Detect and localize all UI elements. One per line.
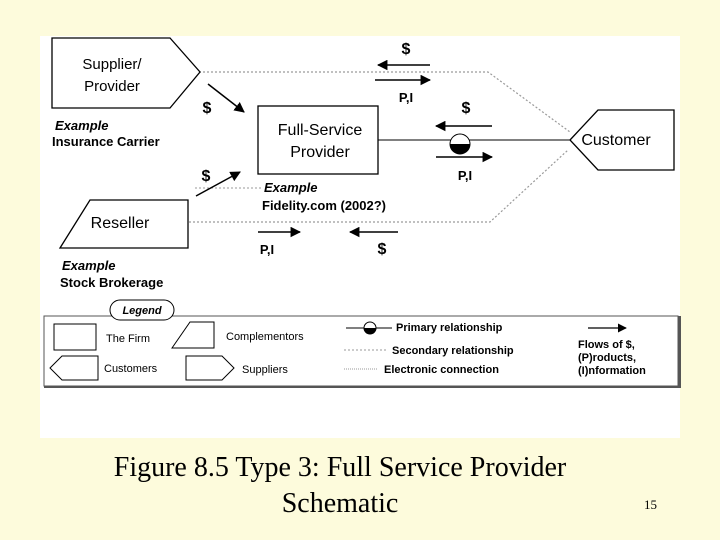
customer-pi-label: P,I <box>458 168 472 183</box>
legend-firm-symbol <box>53 323 97 351</box>
reseller-money-label: $ <box>202 168 211 185</box>
legend-secondary: Secondary relationship <box>392 345 514 357</box>
customer-label: Customer <box>581 132 651 149</box>
legend-flows-line1: Flows of $, <box>578 339 635 351</box>
reseller-customer-connection <box>185 149 569 223</box>
customer-node: Customer <box>569 109 675 171</box>
primary-relationship-marker <box>449 133 471 155</box>
figure-caption: Figure 8.5 Type 3: Full Service Provider… <box>40 450 640 522</box>
legend-customer-symbol <box>49 355 99 381</box>
supplier-money-label: $ <box>203 100 212 117</box>
firm-example-title: Example <box>264 180 317 195</box>
bottom-pi-label: P,I <box>260 242 274 257</box>
supplier-example-text: Insurance Carrier <box>52 134 160 149</box>
schematic-diagram: Supplier/ Provider Full-Service Provider… <box>40 36 681 438</box>
legend-customers: Customers <box>104 363 158 375</box>
firm-label-line2: Provider <box>290 144 350 161</box>
firm-node: Full-Service Provider <box>257 105 379 175</box>
legend: Legend The Firm Complementors Customers … <box>43 299 681 388</box>
legend-complementors: Complementors <box>226 331 304 343</box>
legend-supplier-symbol <box>185 355 235 381</box>
legend-electronic: Electronic connection <box>384 364 499 376</box>
legend-title-pill <box>109 299 175 321</box>
supplier-customer-connection <box>195 71 571 133</box>
legend-flows-line3: (I)nformation <box>578 365 646 377</box>
page-number: 15 <box>644 497 657 512</box>
reseller-money-arrow <box>195 171 241 197</box>
supplier-node: Supplier/ Provider <box>51 37 201 109</box>
top-pi-label: P,I <box>399 90 413 105</box>
firm-label-line1: Full-Service <box>278 122 363 139</box>
legend-the-firm: The Firm <box>106 333 150 345</box>
caption-line1: Figure 8.5 Type 3: Full Service Provider <box>113 452 567 483</box>
top-money-label: $ <box>402 41 411 58</box>
bottom-money-label: $ <box>378 241 387 258</box>
supplier-money-arrow <box>207 83 245 113</box>
reseller-example-title: Example <box>62 258 115 273</box>
supplier-label-line2: Provider <box>84 78 140 95</box>
supplier-label-line1: Supplier/ <box>82 56 142 73</box>
reseller-node: Reseller <box>58 199 189 249</box>
reseller-label: Reseller <box>91 215 150 232</box>
legend-title: Legend <box>122 305 161 317</box>
legend-flows-line2: (P)roducts, <box>578 352 636 364</box>
reseller-example-text: Stock Brokerage <box>60 275 163 290</box>
supplier-example-title: Example <box>55 118 108 133</box>
caption-line2: Schematic <box>281 488 399 519</box>
legend-primary: Primary relationship <box>396 322 503 334</box>
firm-example-text: Fidelity.com (2002?) <box>262 198 386 213</box>
legend-complementor-symbol <box>171 321 215 349</box>
customer-money-label: $ <box>462 100 471 117</box>
legend-suppliers: Suppliers <box>242 364 288 376</box>
